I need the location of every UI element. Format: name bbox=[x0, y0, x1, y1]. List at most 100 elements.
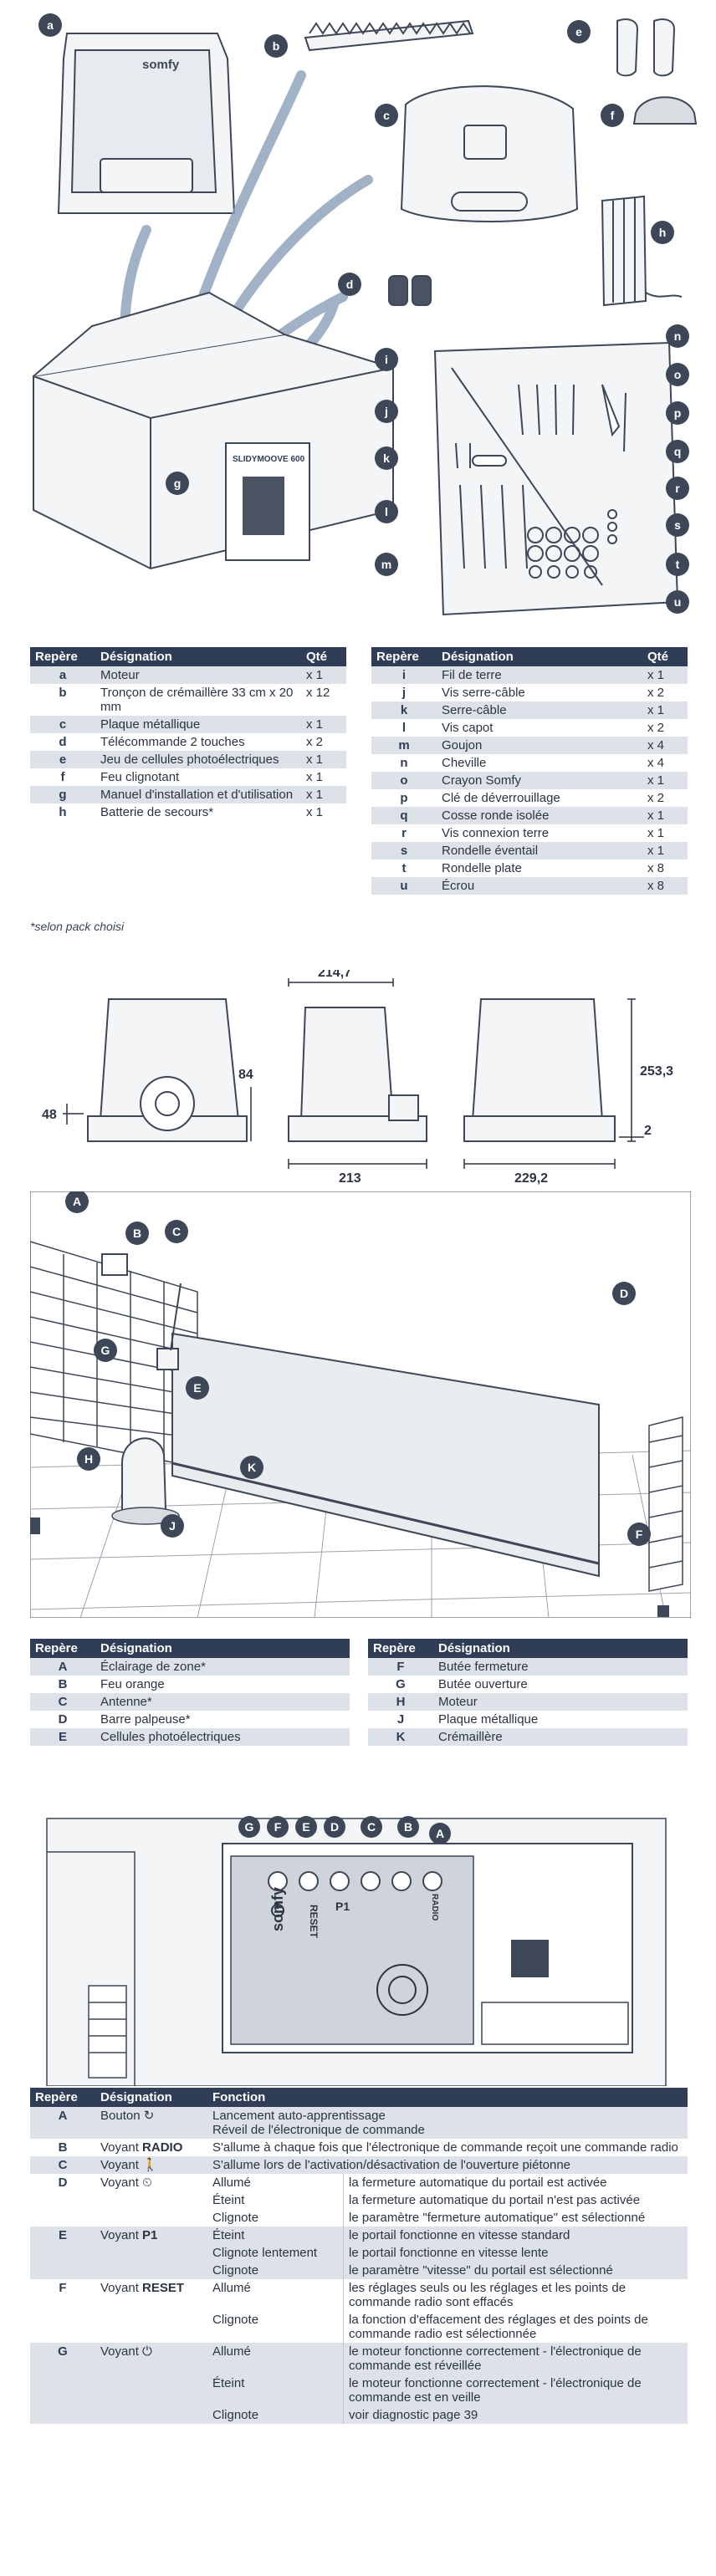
part-designation: Clé de déverrouillage bbox=[437, 789, 642, 807]
part-designation: Manuel d'installation et d'utilisation bbox=[95, 786, 301, 803]
part-ref: b bbox=[30, 684, 95, 716]
callout-circle-A bbox=[429, 1823, 451, 1844]
function-state: Clignote bbox=[207, 2311, 344, 2343]
function-state: Clignote bbox=[207, 2209, 344, 2227]
header-ref: Repère bbox=[30, 1639, 95, 1658]
header-ref: Repère bbox=[30, 647, 95, 666]
board-radio-label: RADIO bbox=[430, 1894, 439, 1921]
callout-label-E: E bbox=[302, 1820, 309, 1834]
part-qty: x 4 bbox=[642, 754, 688, 772]
callout-circle-G bbox=[94, 1339, 117, 1362]
board-brand: somfy bbox=[269, 1887, 286, 1931]
part-qty: x 1 bbox=[642, 807, 688, 824]
photocells-drawing bbox=[616, 18, 676, 77]
part-designation: Moteur bbox=[95, 666, 301, 684]
part-ref: m bbox=[371, 737, 437, 754]
header-ref: Repère bbox=[30, 2088, 95, 2107]
part-designation: Goujon bbox=[437, 737, 642, 754]
function-text: la fermeture automatique du portail est … bbox=[343, 2174, 688, 2191]
header-ref: Repère bbox=[368, 1639, 433, 1658]
dim-2: 2 bbox=[644, 1124, 652, 1138]
callout-circle-D bbox=[324, 1816, 345, 1838]
board-reset-label: RESET bbox=[308, 1905, 320, 1939]
dim-229-2: 229,2 bbox=[514, 1171, 548, 1186]
cardboard-box-drawing bbox=[33, 291, 394, 570]
function-row-c: C Voyant 🚶 S'allume lors de l'activation… bbox=[30, 2156, 688, 2174]
callout-circle-C bbox=[165, 1220, 188, 1243]
callout-circle-F bbox=[627, 1523, 651, 1546]
motor-drawing: somfy bbox=[57, 33, 236, 214]
callout-label-e: e bbox=[575, 25, 582, 38]
dim-253-3: 253,3 bbox=[640, 1064, 673, 1079]
part-ref: r bbox=[371, 824, 437, 842]
header-function: Fonction bbox=[207, 2088, 688, 2107]
manual-title: SLIDYMOOVE 600 bbox=[233, 455, 305, 464]
part-ref: c bbox=[30, 716, 95, 733]
function-designation: Voyant RESET bbox=[95, 2279, 207, 2343]
function-label: RESET bbox=[142, 2281, 185, 2295]
part-qty: x 2 bbox=[301, 733, 346, 751]
part-designation: Rondelle plate bbox=[437, 860, 642, 877]
power-icon: ⏻ bbox=[142, 2344, 152, 2359]
callout-label-K: K bbox=[248, 1461, 256, 1474]
part-ref: g bbox=[30, 786, 95, 803]
function-text: le portail fonctionne en vitesse standar… bbox=[343, 2227, 688, 2244]
part-designation: Vis serre-câble bbox=[437, 684, 642, 701]
function-state: Clignote bbox=[207, 2262, 344, 2279]
dim-84: 84 bbox=[238, 1068, 253, 1082]
opening-stop bbox=[30, 1518, 40, 1534]
callout-label-m: m bbox=[381, 558, 391, 571]
part-ref: f bbox=[30, 768, 95, 786]
callout-label-o: o bbox=[674, 368, 682, 381]
callout-label-c: c bbox=[383, 109, 390, 122]
callout-label-h: h bbox=[659, 226, 667, 239]
motor-rear-view bbox=[471, 998, 604, 1121]
callout-label-b: b bbox=[273, 39, 280, 53]
function-ref: G bbox=[30, 2343, 95, 2424]
timer-icon: ⏲ bbox=[142, 2176, 152, 2190]
callout-label-u: u bbox=[674, 595, 682, 609]
callout-label-r: r bbox=[675, 482, 680, 495]
function-designation: Voyant ⏲ bbox=[95, 2174, 207, 2227]
part-designation: Jeu de cellules photoélectriques bbox=[95, 751, 301, 768]
function-state: Clignote bbox=[207, 2406, 344, 2424]
callout-label-C: C bbox=[367, 1820, 376, 1834]
part-qty: x 1 bbox=[301, 666, 346, 684]
part-qty: x 1 bbox=[642, 666, 688, 684]
callout-label-d: d bbox=[346, 278, 354, 291]
callout-circle-E bbox=[295, 1816, 317, 1838]
battery-drawing bbox=[601, 195, 683, 307]
callout-circle-k bbox=[375, 446, 398, 470]
dim-213: 213 bbox=[339, 1171, 361, 1186]
callout-circle-d bbox=[338, 273, 361, 296]
callout-circle-q bbox=[666, 440, 689, 463]
callout-circle-J bbox=[161, 1514, 184, 1538]
part-ref: d bbox=[30, 733, 95, 751]
callout-circle-u bbox=[666, 590, 689, 614]
part-designation: Plaque métallique bbox=[95, 716, 301, 733]
install-ref: F bbox=[368, 1658, 433, 1676]
callout-circle-K bbox=[240, 1456, 263, 1479]
learn-button bbox=[511, 1940, 549, 1977]
callout-circle-H bbox=[77, 1447, 100, 1471]
part-ref: a bbox=[30, 666, 95, 684]
callout-circle-h bbox=[651, 221, 674, 244]
